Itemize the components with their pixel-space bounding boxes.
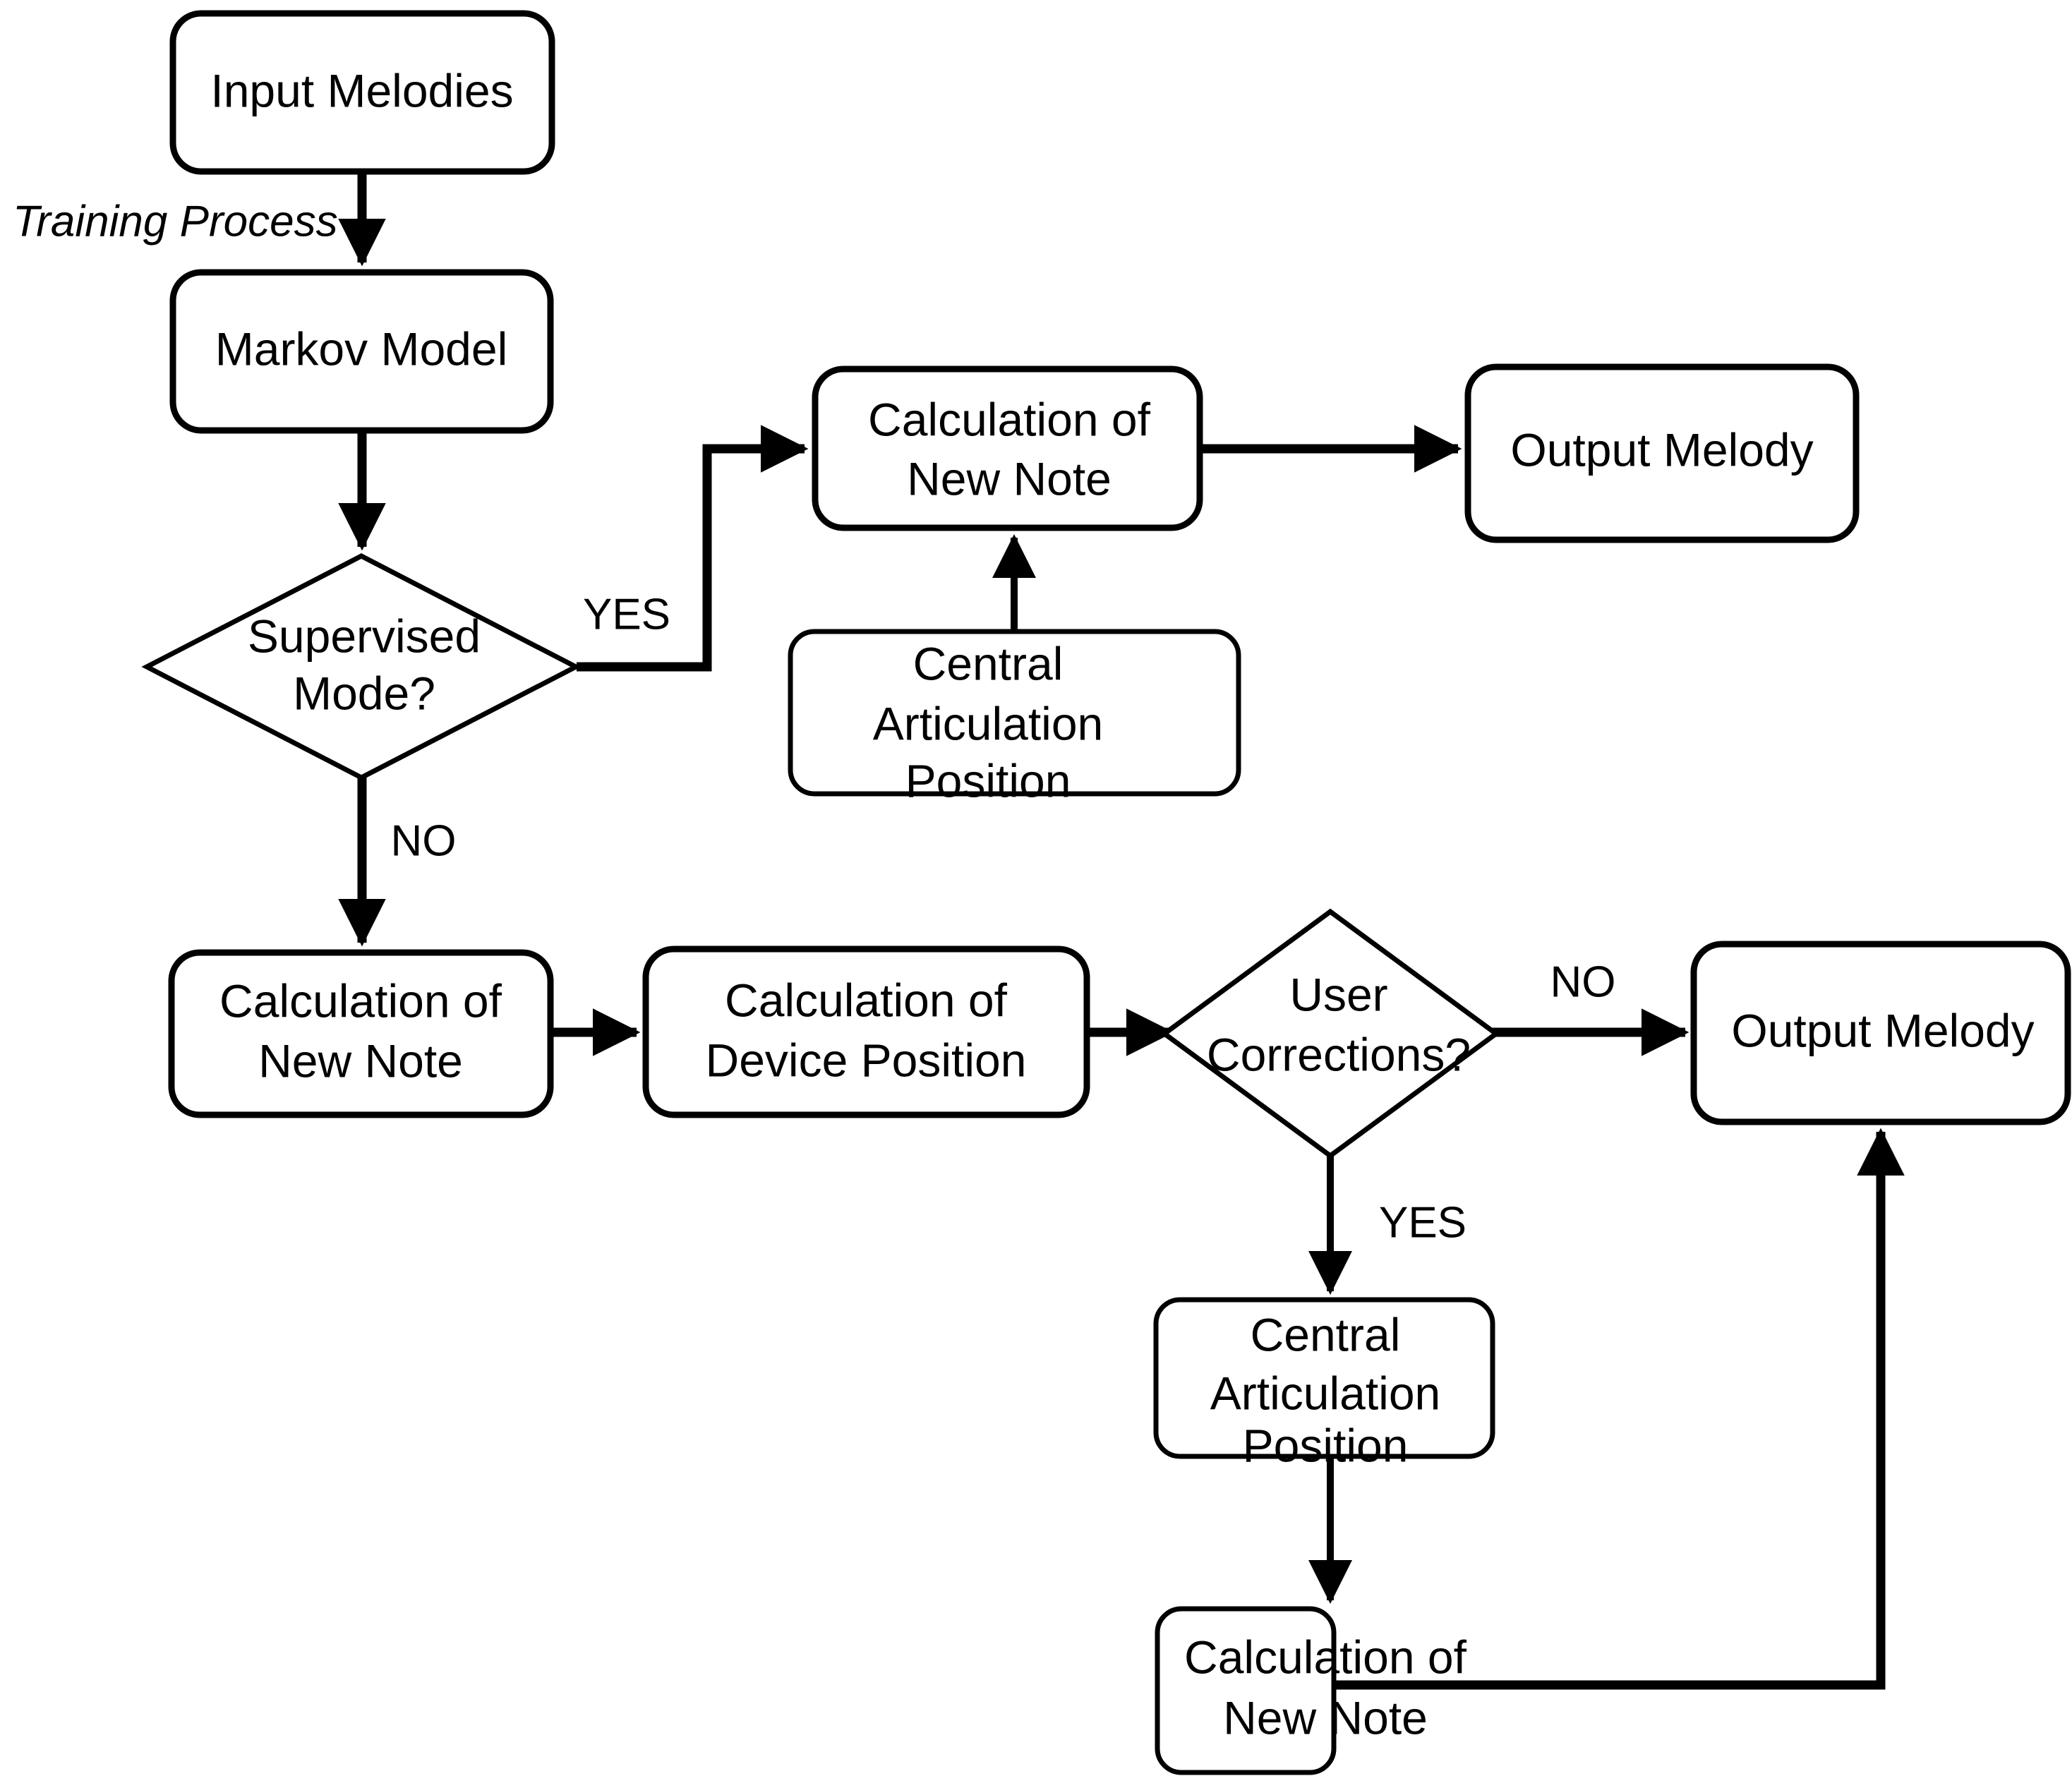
node-central-articulation-position-top-label-line2: Articulation [873,697,1104,749]
node-supervised-mode-label-line2: Mode? [293,667,435,719]
node-calc-new-note-bottom-label-line1: Calculation of [1184,1631,1467,1683]
node-calc-new-note-bottom[interactable]: Calculation of New Note [1155,1606,1467,1775]
node-central-articulation-position-top-label-line1: Central [913,637,1064,689]
node-markov-model-shape[interactable] [169,269,554,434]
node-markov-model[interactable]: Markov Model [169,269,554,434]
node-central-articulation-position-top-shape[interactable] [788,629,1241,797]
node-central-articulation-position-bottom-label-line1: Central [1251,1308,1401,1360]
node-user-corrections-shape[interactable] [1160,908,1500,1159]
node-user-corrections-decision[interactable]: User Corrections? [1160,908,1500,1159]
node-central-articulation-position-bottom-label-line2: Articulation [1210,1367,1441,1419]
node-calc-new-note-left-shape[interactable] [168,949,554,1118]
node-output-melody-bottom-shape[interactable] [1690,941,2071,1125]
node-calc-new-note-left[interactable]: Calculation of New Note [168,949,554,1118]
node-output-melody-bottom-label: Output Melody [1731,1004,2034,1056]
node-input-melodies-shape[interactable] [169,10,555,175]
node-output-melody-top[interactable]: Output Melody [1464,363,1860,543]
node-input-melodies[interactable]: Input Melodies [169,10,555,175]
edge-supervised-yes-to-calc-new-note-top [577,425,809,672]
node-output-melody-top-label: Output Melody [1510,423,1813,476]
node-calc-new-note-top-label-line2: New Note [907,452,1112,505]
node-calc-device-position[interactable]: Calculation of Device Position [642,946,1090,1118]
node-user-corrections-label-line2: Corrections? [1207,1028,1471,1080]
node-central-articulation-position-bottom-shape[interactable] [1153,1297,1495,1459]
node-central-articulation-position-top[interactable]: Central Articulation Position [788,629,1241,807]
node-user-corrections-label-line1: User [1289,968,1387,1020]
node-calc-new-note-bottom-label-line2: New Note [1223,1691,1428,1744]
node-central-articulation-position-bottom-label-line3: Position [1243,1419,1409,1471]
node-calc-device-position-label-line1: Calculation of [725,974,1008,1026]
node-central-articulation-position-top-label-line3: Position [905,754,1071,807]
node-supervised-mode-decision[interactable]: Supervised Mode? [141,553,582,780]
node-calc-new-note-left-label-line2: New Note [258,1034,463,1087]
node-calc-new-note-top[interactable]: Calculation of New Note [812,366,1203,531]
node-input-melodies-label: Input Melodies [210,64,513,116]
node-calc-device-position-shape[interactable] [642,946,1090,1118]
node-calc-new-note-bottom-shape[interactable] [1155,1606,1337,1775]
node-calc-device-position-label-line2: Device Position [706,1034,1027,1086]
edge-label-training-process: Training Process [13,197,338,246]
edge-label-corrections-no: NO [1550,958,1616,1006]
node-calc-new-note-top-label-line1: Calculation of [868,393,1151,445]
node-supervised-mode-shape[interactable] [141,553,582,780]
node-output-melody-bottom[interactable]: Output Melody [1690,941,2071,1125]
edge-label-corrections-yes: YES [1379,1198,1466,1247]
edge-calc-new-note-bottom-to-output-melody-bottom [1334,1128,1905,1690]
node-central-articulation-position-bottom[interactable]: Central Articulation Position [1153,1297,1495,1471]
node-output-melody-top-shape[interactable] [1464,363,1860,543]
node-supervised-mode-label-line1: Supervised [248,610,481,662]
node-calc-new-note-left-label-line1: Calculation of [219,974,502,1027]
node-markov-model-label: Markov Model [215,322,507,375]
edge-label-supervised-no: NO [391,816,457,865]
node-calc-new-note-top-shape[interactable] [812,366,1203,531]
edge-label-supervised-yes: YES [583,590,670,639]
